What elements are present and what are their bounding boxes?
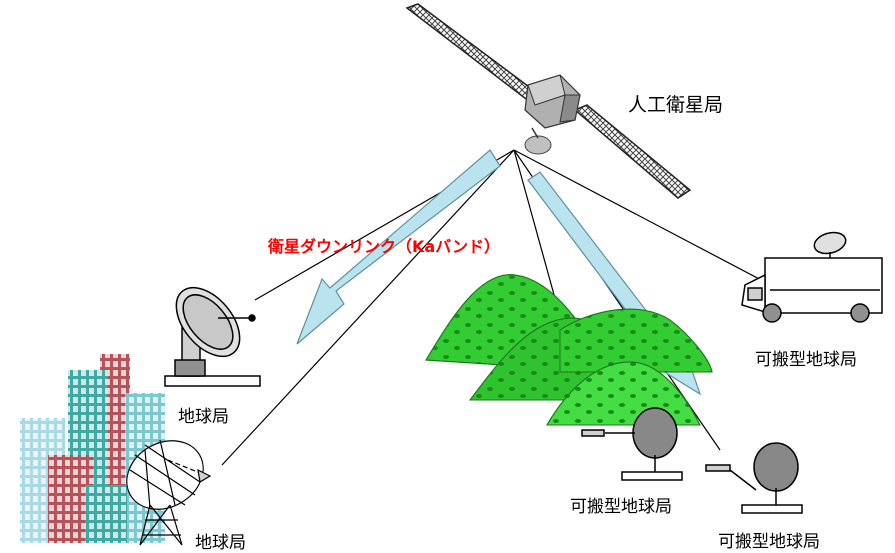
portable-station-1-dish-icon [581,407,683,481]
satellite-icon [405,3,692,199]
ground-station-1-dish-icon [164,286,261,387]
portable-station-2-label: 可搬型地球局 [718,532,820,552]
downlink-label: 衛星ダウンリンク（Kaバンド） [268,237,500,256]
city-buildings-icon [20,354,165,543]
ground-station-2-antenna-icon [126,439,212,546]
portable-station-1-label: 可搬型地球局 [570,497,672,517]
portable-station-truck-label: 可搬型地球局 [755,350,857,370]
portable-station-2-dish-icon [705,442,803,514]
ground-station-1-label: 地球局 [178,407,229,427]
portable-station-truck-icon [741,231,883,323]
hills [425,274,713,426]
ground-station-2-label: 地球局 [195,533,246,553]
satellite-label: 人工衛星局 [628,94,724,116]
